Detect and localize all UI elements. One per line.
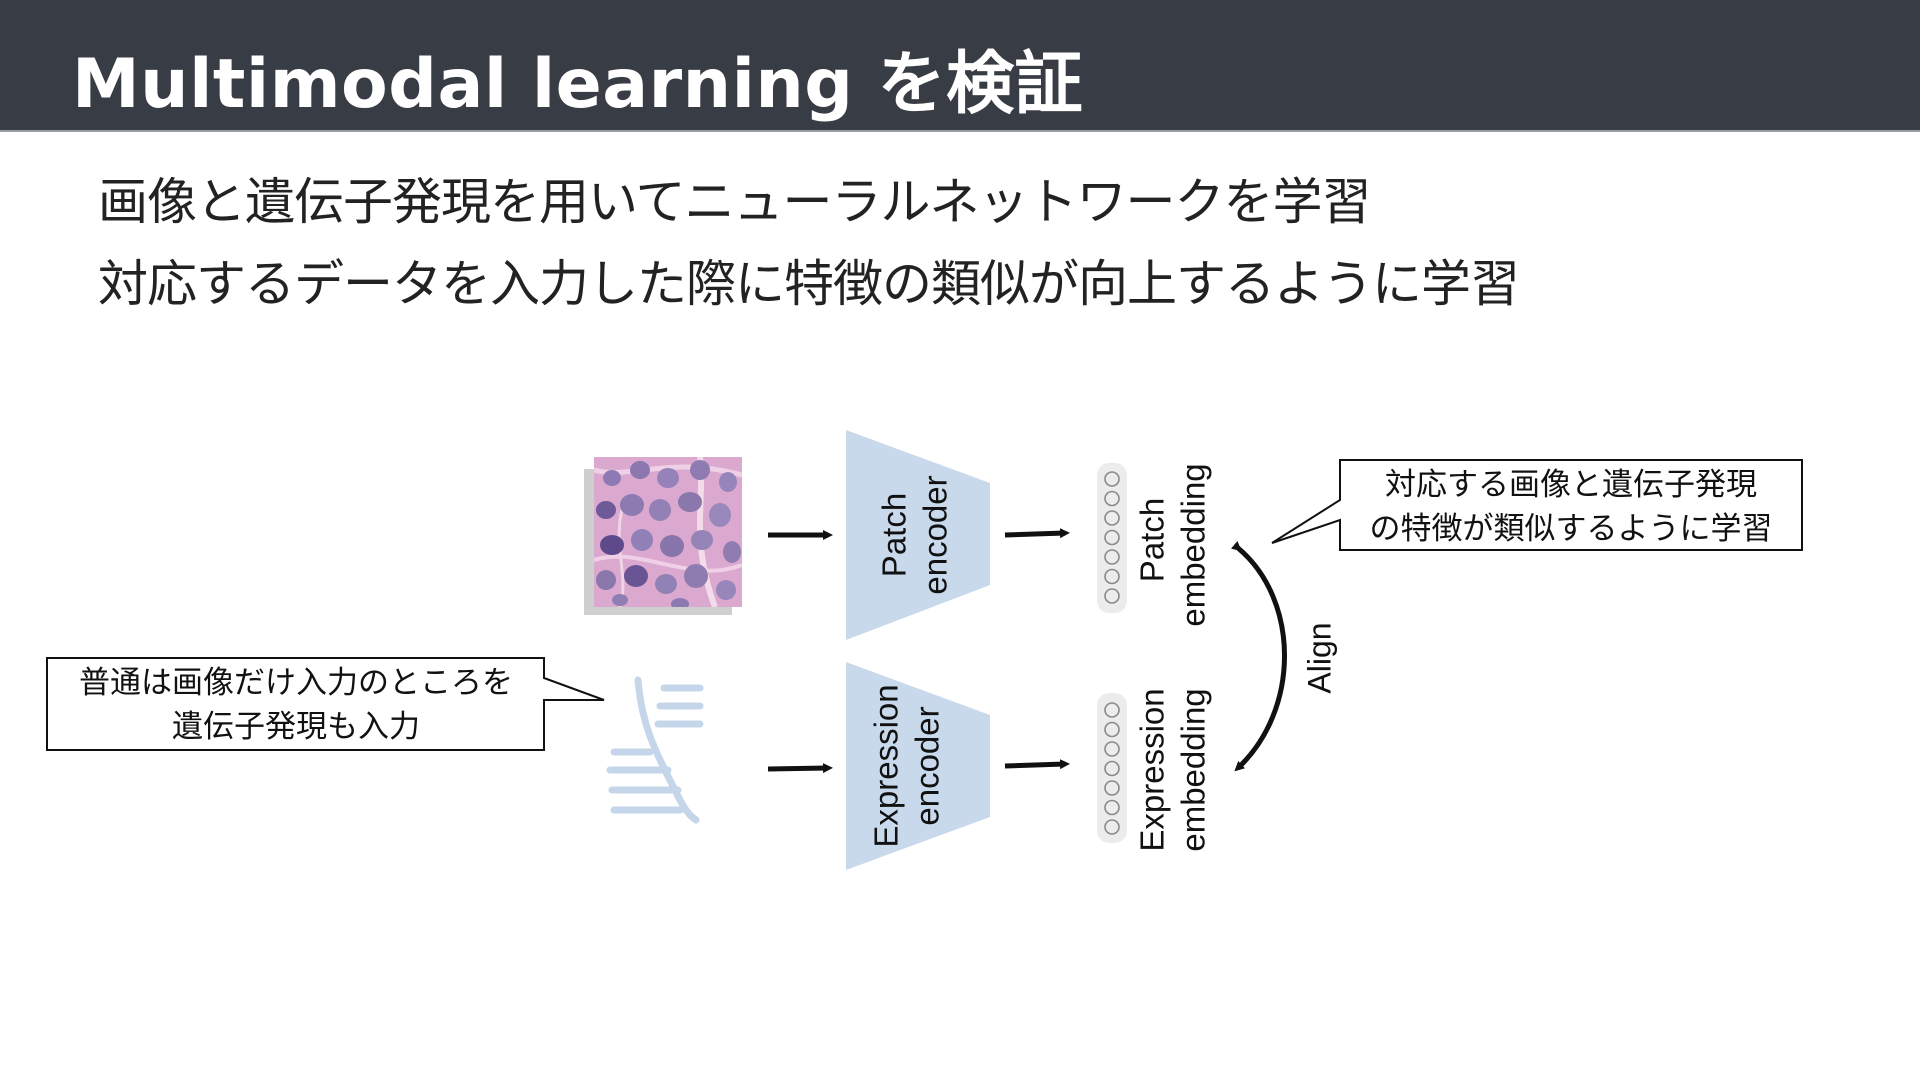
expression-encoder — [846, 662, 990, 870]
callout-right-text: 対応する画像と遺伝子発現 の特徴が類似するように学習 — [1340, 463, 1802, 551]
callout-right-line-1: 対応する画像と遺伝子発現 — [1385, 467, 1757, 503]
expression-encoder-label-1: Expression — [868, 684, 905, 847]
arrow-encoder-to-expression-embedding — [1004, 759, 1070, 770]
patch-embedding-node — [1104, 510, 1120, 526]
patch-encoder-label-2: encoder — [917, 475, 954, 594]
expression-embedding-label-2: embedding — [1175, 688, 1212, 851]
expression-embedding-vector — [1097, 693, 1127, 843]
expression-embedding-node — [1104, 760, 1120, 777]
patch-embedding-node — [1104, 490, 1120, 507]
callout-left-line-1: 普通は画像だけ入力のところを — [79, 665, 513, 701]
callout-left-box — [46, 657, 605, 751]
align-arrow — [1230, 540, 1287, 772]
title-bar: Multimodal learning を検証 — [0, 0, 1920, 132]
callout-right-line-2: の特徴が類似するように学習 — [1369, 511, 1773, 547]
expression-embedding-node — [1104, 702, 1120, 718]
expression-embedding-node — [1104, 799, 1120, 816]
patch-embedding-label-1: Patch — [1134, 498, 1171, 582]
arrow-encoder-to-patch-embedding — [1004, 528, 1070, 539]
expression-embedding-node — [1104, 741, 1120, 757]
expression-embedding-node — [1104, 721, 1120, 738]
expression-embedding-node — [1104, 780, 1120, 796]
body-line-1: 画像と遺伝子発現を用いてニューラルネットワークを学習 — [98, 173, 1371, 231]
tissue-patch-image — [584, 457, 742, 615]
slide-title: Multimodal learning を検証 — [72, 45, 1084, 124]
patch-encoder-label-1: Patch — [876, 493, 913, 577]
align-label: Align — [1301, 622, 1337, 693]
dna-strand-icon — [606, 676, 704, 824]
expression-encoder-label-2: encoder — [909, 706, 946, 825]
patch-encoder — [846, 430, 990, 640]
patch-embedding-node — [1104, 568, 1120, 585]
body-line-2: 対応するデータを入力した際に特徴の類似が向上するように学習 — [98, 255, 1520, 313]
patch-embedding-node — [1104, 471, 1120, 487]
patch-embedding-node — [1104, 549, 1120, 565]
arrow-dna-to-encoder — [767, 763, 833, 774]
expression-embedding-label-1: Expression — [1134, 688, 1171, 851]
patch-embedding-node — [1104, 588, 1120, 604]
patch-embedding-vector — [1097, 463, 1127, 613]
callout-left-text: 普通は画像だけ入力のところを 遺伝子発現も入力 — [48, 661, 544, 749]
callout-right-box — [1271, 459, 1803, 551]
expression-embedding-node — [1104, 819, 1120, 835]
callout-left-line-2: 遺伝子発現も入力 — [172, 709, 420, 745]
patch-embedding-node — [1104, 529, 1120, 546]
patch-embedding-label-2: embedding — [1175, 463, 1212, 626]
